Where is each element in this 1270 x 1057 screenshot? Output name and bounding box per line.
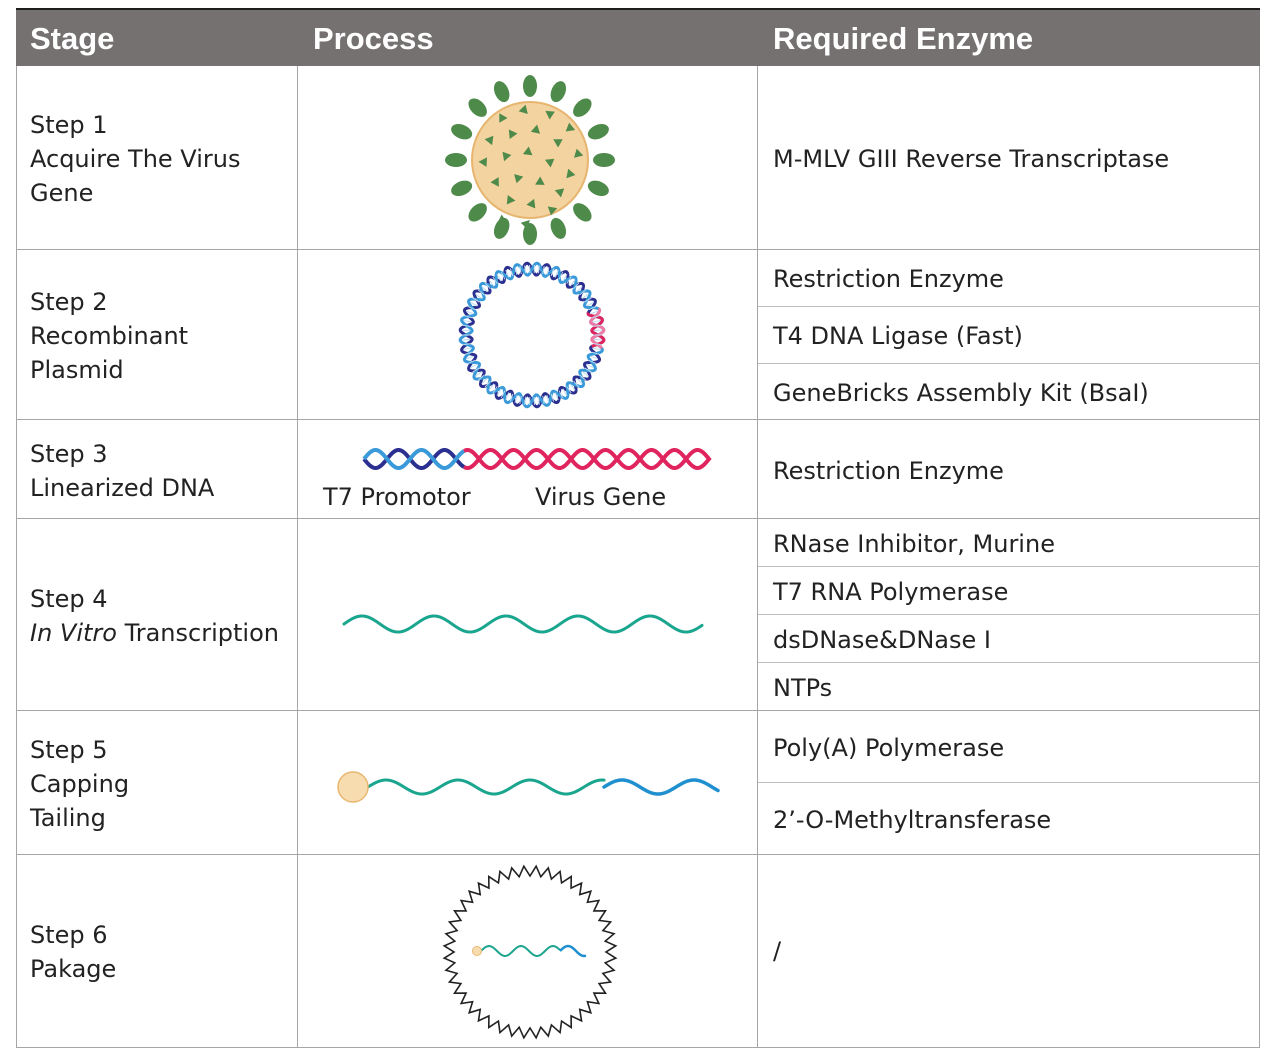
grid-line (757, 66, 758, 1048)
enzyme-item: T4 DNA Ligase (Fast) (773, 322, 1023, 350)
enzyme-item: / (773, 937, 782, 965)
row-divider (16, 518, 1260, 519)
stage-step: Step 4 (30, 585, 108, 613)
stage-line-rest: Transcription (116, 619, 279, 647)
enzyme-item: Poly(A) Polymerase (773, 734, 1005, 762)
stage-line: Recombinant (30, 322, 189, 350)
enzyme-divider (758, 614, 1260, 615)
enzyme-divider (758, 566, 1260, 567)
enzyme-item: dsDNase&DNase I (773, 626, 991, 654)
stage-cell: Step 2 Recombinant Plasmid (30, 285, 188, 387)
stage-line: In Vitro Transcription (30, 616, 279, 650)
linear-dna-icon (362, 448, 712, 470)
stage-line: Gene (30, 179, 94, 207)
capped-mrna-icon (337, 771, 720, 803)
enzyme-divider (758, 306, 1260, 307)
plasmid-icon (458, 261, 606, 409)
table-header: Stage Process Required Enzyme (16, 8, 1260, 66)
grid-line (297, 66, 298, 1048)
enzyme-item: Restriction Enzyme (773, 265, 1004, 293)
stage-cell: Step 3 Linearized DNA (30, 437, 214, 505)
promoter-label: T7 Promotor (323, 483, 471, 511)
row-divider (16, 249, 1260, 250)
mrna-icon (342, 614, 704, 634)
enzyme-divider (758, 363, 1260, 364)
stage-step: Step 2 (30, 288, 108, 316)
enzyme-item: NTPs (773, 674, 833, 702)
header-stage: Stage (30, 21, 115, 56)
stage-italic: In Vitro (30, 619, 117, 647)
stage-step: Step 1 (30, 111, 108, 139)
process-table: Stage Process Required Enzyme Step 1 Acq… (16, 8, 1260, 1048)
stage-step: Step 6 (30, 921, 108, 949)
stage-line: Capping (30, 770, 130, 798)
virus-icon (445, 75, 615, 245)
stage-line: Acquire The Virus (30, 145, 241, 173)
stage-cell: Step 4 In Vitro Transcription (30, 582, 279, 650)
grid-line (16, 66, 17, 1048)
enzyme-item: M-MLV GIII Reverse Transcriptase (773, 145, 1170, 173)
grid-line (1259, 66, 1260, 1048)
stage-step: Step 5 (30, 736, 108, 764)
row-divider (16, 710, 1260, 711)
enzyme-item: RNase Inhibitor, Murine (773, 530, 1055, 558)
gene-label: Virus Gene (535, 483, 667, 511)
stage-line: Plasmid (30, 356, 124, 384)
lipid-nanoparticle-icon (442, 864, 618, 1040)
enzyme-divider (758, 662, 1260, 663)
stage-line: Linearized DNA (30, 474, 215, 502)
enzyme-item: Restriction Enzyme (773, 457, 1004, 485)
row-divider (16, 854, 1260, 855)
header-process: Process (313, 21, 434, 56)
enzyme-divider (758, 782, 1260, 783)
row-divider (16, 419, 1260, 420)
enzyme-item: GeneBricks Assembly Kit (BsaI) (773, 379, 1149, 407)
stage-line: Pakage (30, 955, 117, 983)
stage-cell: Step 5 Capping Tailing (30, 733, 129, 835)
header-enzyme: Required Enzyme (773, 21, 1034, 56)
stage-step: Step 3 (30, 440, 108, 468)
stage-line: Tailing (30, 804, 106, 832)
stage-cell: Step 1 Acquire The Virus Gene (30, 108, 240, 210)
enzyme-item: 2’-O-Methyltransferase (773, 806, 1052, 834)
stage-cell: Step 6 Pakage (30, 918, 116, 986)
row-divider (16, 1047, 1260, 1048)
enzyme-item: T7 RNA Polymerase (773, 578, 1009, 606)
